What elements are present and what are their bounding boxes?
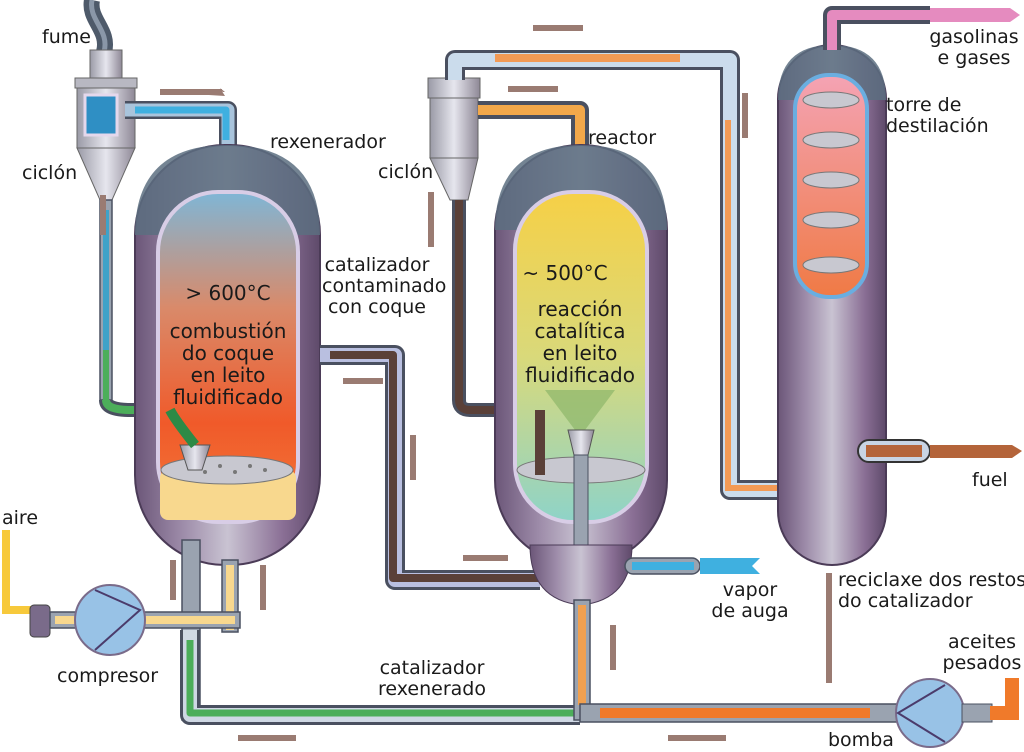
reactor-temperature: ~ 500°C <box>522 261 608 285</box>
reactor-process-line4: fluidificado <box>525 363 635 387</box>
label-regenerated-line1: catalizador <box>379 657 485 679</box>
label-gasoline-gases: gasolinas e gases <box>928 27 1020 69</box>
label-cyclone-left: ciclón <box>22 162 78 184</box>
label-catalyst-recycle: reciclaxe dos restos do catalizador <box>838 570 1024 612</box>
cyclone-left <box>74 49 138 401</box>
label-steam-line2: de auga <box>711 600 789 622</box>
label-heavy-oils-line2: pesados <box>942 652 1022 674</box>
label-fume: fume <box>42 26 91 48</box>
label-steam-line1: vapor <box>722 579 778 601</box>
regenerator-temperature: > 600°C <box>185 281 271 305</box>
fume-stack <box>83 0 114 55</box>
reactor-process-line2: catalítica <box>534 319 626 343</box>
label-pump: bomba <box>828 729 894 751</box>
label-regenerated-line2: rexenerado <box>378 678 486 700</box>
regenerator-process-line3: en leito <box>190 363 266 387</box>
label-gasoline-line2: e gases <box>937 47 1011 69</box>
regenerator-process-line2: do coque <box>181 341 275 365</box>
reactor-process-line1: reacción <box>537 297 623 321</box>
regenerator-process-line1: combustión <box>169 319 287 343</box>
regenerator-process: combustión do coque en leito fluidificad… <box>160 320 296 408</box>
label-coked-line3: con coque <box>327 296 426 318</box>
label-reactor: reactor <box>588 127 657 149</box>
label-distillation-tower: torre de destilación <box>886 95 989 137</box>
label-tower-line1: torre de <box>886 94 962 116</box>
regenerator-vessel <box>134 144 321 566</box>
label-regenerated-catalyst: catalizador rexenerado <box>372 658 492 700</box>
regenerator-process-line4: fluidificado <box>173 385 283 409</box>
pump <box>895 678 993 748</box>
reactor-process: reacción catalítica en leito fluidificad… <box>515 298 645 386</box>
flow-arrows <box>100 25 832 741</box>
label-cyclone-right: ciclón <box>378 161 434 183</box>
label-regenerator: rexenerador <box>270 131 386 153</box>
label-recycle-line2: do catalizador <box>838 590 973 612</box>
cyclone-right <box>427 77 540 417</box>
label-heavy-oils-line1: aceites <box>947 631 1017 653</box>
label-steam: vapor de auga <box>705 580 795 622</box>
label-coked-line2: contaminado <box>322 275 447 297</box>
label-fuel: fuel <box>972 469 1008 491</box>
distillation-tower <box>777 44 887 566</box>
label-air: aire <box>2 507 39 529</box>
compressor <box>29 584 241 656</box>
label-compressor: compresor <box>57 665 159 687</box>
label-gasoline-line1: gasolinas <box>929 26 1019 48</box>
label-coked-catalyst: catalizador contaminado con coque <box>322 254 447 318</box>
reactor-process-line3: en leito <box>542 341 618 365</box>
label-coked-line1: catalizador <box>324 254 430 276</box>
label-recycle-line1: reciclaxe dos restos <box>838 569 1024 591</box>
label-heavy-oils: aceites pesados <box>940 632 1024 674</box>
label-tower-line2: destilación <box>886 115 989 137</box>
